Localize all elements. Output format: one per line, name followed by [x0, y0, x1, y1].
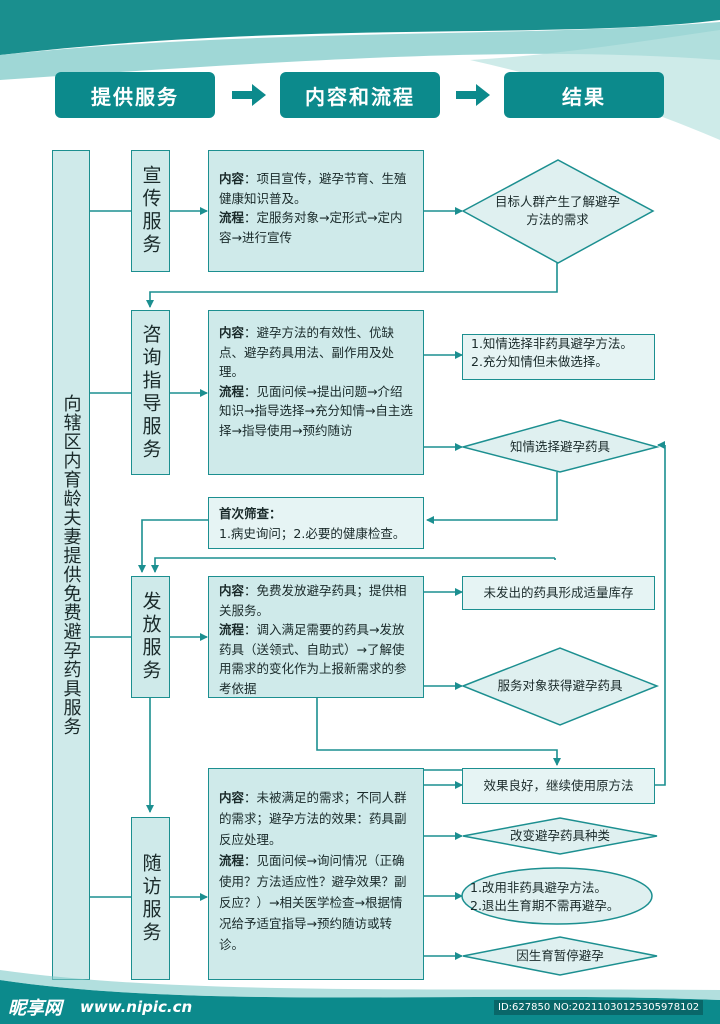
result-diamond-change [462, 817, 658, 855]
result-line-2: 2.退出生育期不需再避孕。 [470, 898, 620, 913]
process-label: 流程 [219, 853, 245, 868]
footer-wave-decoration [0, 970, 720, 1024]
result-pause-label: 因生育暂停避孕 [516, 948, 604, 963]
content-text: ：未被满足的需求；不同人群的需求；避孕方法的效果：药具副反应处理。 [219, 790, 407, 847]
result-diamond-obtain [460, 647, 660, 726]
result-obtain-label: 服务对象获得避孕药具 [497, 678, 623, 693]
process-text: ：定服务对象→定形式→定内容→进行宣传 [219, 210, 403, 245]
service-distribution: 发放服务 [131, 576, 170, 698]
result-choose-contraceptive-label: 知情选择避孕药具 [509, 439, 610, 454]
arrow-right-icon [232, 84, 266, 106]
service-consult: 咨询指导服务 [131, 310, 170, 475]
result-diamond-choose-contraceptive [460, 419, 660, 473]
content-text: ：项目宣传，避孕节育、生殖健康知识普及。 [219, 171, 407, 206]
result-diamond-pause [462, 936, 658, 976]
result-change-label: 改变避孕药具种类 [509, 828, 610, 843]
left-column-main: 向辖区内育龄夫妻提供免费避孕药具服务 [52, 150, 90, 980]
footer-url: www.nipic.cn [80, 998, 193, 1016]
process-label: 流程 [219, 210, 245, 225]
content-label: 内容 [219, 790, 245, 805]
result-box-inventory: 未发出的药具形成适量库存 [462, 576, 655, 610]
result-box-non-drug-choice: 1.知情选择非药具避孕方法。 2.充分知情但未做选择。 [462, 334, 655, 380]
content-box-screening: 首次筛查： 1.病史询问；2.必要的健康检查。 [208, 497, 424, 549]
result-need-label: 目标人群产生了解避孕方法的需求 [494, 194, 620, 227]
result-non-drug-label: 1.改用非药具避孕方法。 2.退出生育期不需再避孕。 [470, 878, 645, 916]
content-box-publicity: 内容：项目宣传，避孕节育、生殖健康知识普及。 流程：定服务对象→定形式→定内容→… [208, 150, 424, 272]
header-step-provide-service: 提供服务 [55, 72, 215, 118]
header-step-result: 结果 [504, 72, 664, 118]
content-box-followup: 内容：未被满足的需求；不同人群的需求；避孕方法的效果：药具副反应处理。 流程：见… [208, 768, 424, 980]
process-text: ：调入满足需要的药具→发放药具（送领式、自助式）→了解使用需求的变化作为上报新需… [219, 622, 407, 696]
service-distribution-label: 发放服务 [139, 591, 162, 683]
result-ellipse-non-drug [461, 867, 653, 925]
service-followup: 随访服务 [131, 817, 170, 980]
arrow-right-icon [456, 84, 490, 106]
content-label: 内容 [219, 583, 245, 598]
footer-logo: 昵享网 [8, 998, 62, 1019]
footer-id: ID:627850 NO:20211030125305978102 [494, 1000, 704, 1015]
content-box-consult: 内容：避孕方法的有效性、优缺点、避孕药具用法、副作用及处理。 流程：见面问候→提… [208, 310, 424, 475]
screening-label-suffix: ： [269, 506, 282, 521]
content-text: ：免费发放避孕药具；提供相关服务。 [219, 583, 407, 618]
result-line-1: 1.知情选择非药具避孕方法。 [471, 336, 633, 351]
service-followup-label: 随访服务 [139, 852, 162, 945]
header-step-content-process: 内容和流程 [280, 72, 440, 118]
content-text: ：避孕方法的有效性、优缺点、避孕药具用法、副作用及处理。 [219, 325, 395, 379]
content-label: 内容 [219, 171, 245, 186]
screening-label: 首次筛查 [219, 506, 270, 521]
process-label: 流程 [219, 383, 245, 399]
service-consult-label: 咨询指导服务 [139, 323, 162, 462]
content-label: 内容 [219, 325, 245, 340]
result-line-1: 1.改用非药具避孕方法。 [470, 880, 607, 895]
result-line-2: 2.充分知情但未做选择。 [471, 354, 608, 369]
process-text: ：见面问候→询问情况（正确使用？方法适应性？避孕效果？副反应？）→相关医学检查→… [219, 853, 407, 952]
process-text: ：见面问候→提出问题→介绍知识→指导选择→充分知情→自主选择→指导使用→预约随访 [219, 383, 413, 438]
result-box-continue: 效果良好，继续使用原方法 [462, 768, 655, 804]
service-publicity: 宣传服务 [131, 150, 170, 272]
result-diamond-need [461, 159, 655, 264]
process-label: 流程 [219, 622, 245, 637]
content-box-distribution: 内容：免费发放避孕药具；提供相关服务。 流程：调入满足需要的药具→发放药具（送领… [208, 576, 424, 698]
left-column-text: 向辖区内育龄夫妻提供免费避孕药具服务 [60, 394, 82, 736]
screening-text: 1.病史询问；2.必要的健康检查。 [219, 525, 406, 541]
service-publicity-label: 宣传服务 [139, 165, 162, 257]
